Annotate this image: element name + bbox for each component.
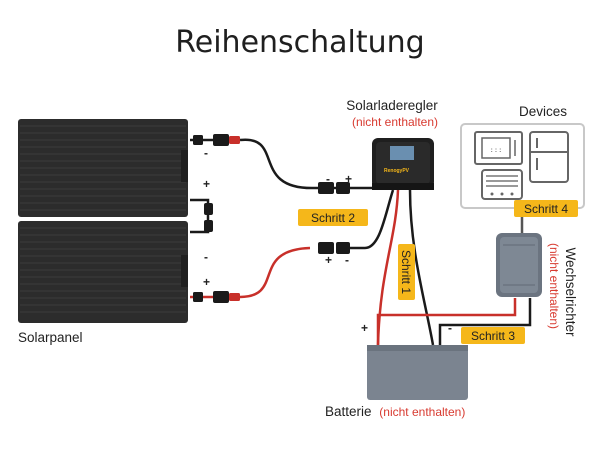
sign-plus: +	[203, 275, 210, 289]
battery-negative-wire	[408, 189, 435, 346]
sign-plus: +	[203, 177, 210, 191]
step-2-badge: Schritt 2	[298, 209, 368, 226]
solar-panel-label: Solarpanel	[18, 330, 83, 345]
battery-note: (nicht enthalten)	[379, 405, 465, 419]
sign-minus: -	[326, 172, 330, 186]
inverter-label: Wechselrichter	[563, 247, 578, 337]
inverter-note: (nicht enthalten)	[547, 243, 561, 329]
power-station-icon	[481, 169, 523, 200]
step-4-badge: Schritt 4	[514, 200, 578, 217]
devices-label: Devices	[519, 104, 567, 119]
inverter	[496, 233, 542, 297]
sign-minus: -	[204, 146, 208, 160]
sign-minus: -	[204, 250, 208, 264]
inverter-negative-wire	[438, 298, 532, 345]
solar-panel-top	[18, 119, 188, 217]
solar-panel-bottom	[18, 221, 188, 323]
svg-text:Schritt 3: Schritt 3	[471, 329, 515, 343]
battery-label: Batterie	[325, 404, 372, 419]
battery	[367, 345, 468, 400]
controller-note: (nicht enthalten)	[352, 115, 438, 129]
sign-minus: -	[345, 253, 349, 267]
svg-text::::: :::	[490, 146, 503, 154]
polarity-signs: - + - + - + + - + -	[203, 146, 452, 335]
charge-controller: RenogyPV	[372, 138, 434, 190]
step-3-badge: Schritt 3	[461, 327, 525, 344]
svg-text:Schritt 4: Schritt 4	[524, 202, 568, 216]
page-title: Reihenschaltung	[175, 25, 424, 60]
step-1-badge: Schritt 1	[398, 244, 415, 300]
sign-plus: +	[325, 253, 332, 267]
pv-negative-wire	[190, 138, 389, 190]
controller-label: Solarladeregler	[346, 98, 438, 113]
svg-text:Schritt 1: Schritt 1	[399, 250, 413, 294]
svg-text:RenogyPV: RenogyPV	[384, 168, 410, 174]
devices-box: :::	[460, 123, 585, 209]
battery-positive-wire	[376, 189, 400, 346]
svg-text:Batterie (nicht enthalten): Batterie (nicht enthalten)	[325, 404, 465, 419]
inverter-positive-wire	[376, 298, 517, 345]
sign-plus: +	[345, 172, 352, 186]
fridge-icon	[529, 131, 569, 183]
sign-plus: +	[361, 321, 368, 335]
sign-minus: -	[448, 321, 452, 335]
pv-positive-wire	[190, 246, 311, 299]
svg-text:Schritt 2: Schritt 2	[311, 211, 355, 225]
microwave-icon: :::	[474, 131, 523, 165]
panel-jumper-wire	[190, 198, 210, 234]
